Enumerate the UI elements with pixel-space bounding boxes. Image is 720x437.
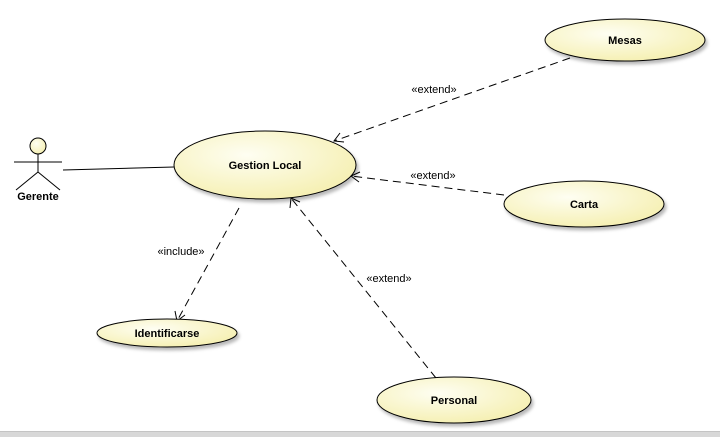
- relation-carta-extend: «extend»: [350, 170, 505, 196]
- usecase-carta[interactable]: Carta: [503, 180, 665, 228]
- relation-personal-extend: «extend»: [289, 197, 437, 379]
- relation-mesas-extend: «extend»: [333, 57, 571, 143]
- usecase-gestion-local-label: Gestion Local: [229, 160, 302, 172]
- actor-gerente[interactable]: Gerente: [14, 137, 62, 203]
- usecase-mesas[interactable]: Mesas: [544, 18, 706, 62]
- actor-right-leg: [37, 171, 61, 191]
- usecase-personal[interactable]: Personal: [376, 376, 532, 424]
- usecase-identificarse[interactable]: Identificarse: [96, 318, 238, 348]
- mesas-extend-label: «extend»: [411, 84, 456, 96]
- personal-extend-label: «extend»: [366, 273, 411, 285]
- bottom-scrollbar-strip: [0, 431, 720, 437]
- usecase-personal-label: Personal: [431, 395, 477, 407]
- actor-left-leg: [15, 171, 39, 191]
- usecase-mesas-label: Mesas: [608, 35, 642, 47]
- usecase-identificarse-label: Identificarse: [135, 328, 200, 340]
- actor-name: Gerente: [17, 191, 59, 203]
- usecase-carta-label: Carta: [570, 199, 599, 211]
- carta-extend-label: «extend»: [410, 170, 455, 182]
- usecase-gestion-local[interactable]: Gestion Local: [173, 130, 357, 200]
- relation-include: «include»: [157, 207, 240, 322]
- include-label: «include»: [157, 246, 204, 258]
- association-line: [62, 166, 175, 171]
- actor-head: [29, 137, 47, 155]
